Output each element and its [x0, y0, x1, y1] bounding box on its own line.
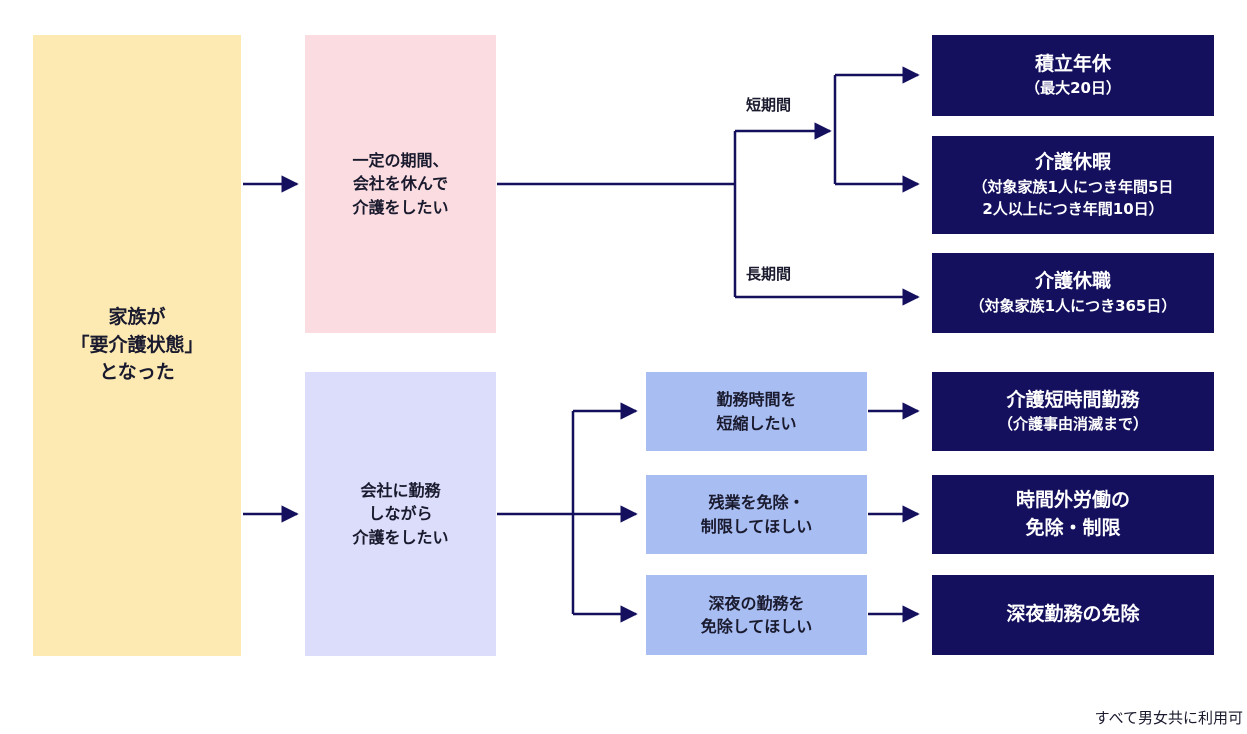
work-line-2: しながら	[368, 504, 433, 524]
label-long-term: 長期間	[746, 265, 792, 283]
outcome-5-title: 時間外労働の	[1015, 488, 1130, 511]
leave-line-1: 一定の期間、	[352, 151, 449, 171]
outcome-2-sub-2: 2人以上につき年間10日）	[982, 199, 1164, 218]
outcome-5-sub-1: 免除・制限	[1025, 516, 1121, 539]
outcome-6-title: 深夜勤務の免除	[1006, 603, 1140, 626]
outcome-2-title: 介護休暇	[1034, 151, 1111, 174]
outcome-4-sub-1: （介護事由消滅まで）	[997, 415, 1148, 434]
outcome-box-short-hours: 介護短時間勤務 （介護事由消滅まで）	[932, 372, 1214, 451]
need-1-line-1: 勤務時間を	[716, 390, 797, 410]
need-3-line-1: 深夜の勤務を	[708, 593, 805, 613]
label-short-term: 短期間	[746, 96, 792, 114]
need-box-shorten-hours: 勤務時間を 短縮したい	[646, 372, 867, 451]
outcome-box-care-leave-short: 介護休暇 （対象家族1人につき年間5日 2人以上につき年間10日）	[932, 136, 1214, 234]
outcome-3-title: 介護休職	[1034, 270, 1111, 293]
outcome-1-title: 積立年休	[1034, 52, 1111, 75]
outcome-4-title: 介護短時間勤務	[1006, 388, 1140, 411]
outcome-3-sub-1: （対象家族1人につき365日）	[969, 296, 1177, 315]
outcome-1-sub-1: （最大20日）	[1025, 79, 1121, 98]
need-2-line-2: 制限してほしい	[700, 516, 813, 536]
outcome-box-night-work-exemption: 深夜勤務の免除	[932, 575, 1214, 655]
work-line-3: 介護をしたい	[352, 527, 449, 547]
root-box-care-needed: 家族が 「要介護状態」 となった	[33, 35, 241, 656]
work-line-1: 会社に勤務	[360, 481, 441, 501]
root-line-1: 家族が	[108, 306, 166, 329]
need-2-line-1: 残業を免除・	[708, 493, 805, 513]
footnote: すべて男女共に利用可	[1094, 709, 1243, 727]
need-box-exempt-night-work: 深夜の勤務を 免除してほしい	[646, 575, 867, 655]
outcome-box-accumulated-leave: 積立年休 （最大20日）	[932, 35, 1214, 116]
root-line-2: 「要介護状態」	[70, 333, 204, 356]
need-1-line-2: 短縮したい	[716, 413, 797, 433]
outcome-box-overtime-exemption: 時間外労働の 免除・制限	[932, 475, 1214, 554]
leave-line-2: 会社を休んで	[352, 174, 449, 194]
outcome-2-sub-1: （対象家族1人につき年間5日	[972, 178, 1174, 197]
need-3-line-2: 免除してほしい	[700, 617, 813, 636]
outcome-box-care-leave-long: 介護休職 （対象家族1人につき365日）	[932, 253, 1214, 333]
root-line-3: となった	[99, 361, 175, 384]
leave-line-3: 介護をしたい	[352, 197, 449, 217]
branch-box-keep-working: 会社に勤務 しながら 介護をしたい	[305, 372, 496, 656]
need-box-limit-overtime: 残業を免除・ 制限してほしい	[646, 475, 867, 554]
branch-box-take-leave: 一定の期間、 会社を休んで 介護をしたい	[305, 35, 496, 333]
